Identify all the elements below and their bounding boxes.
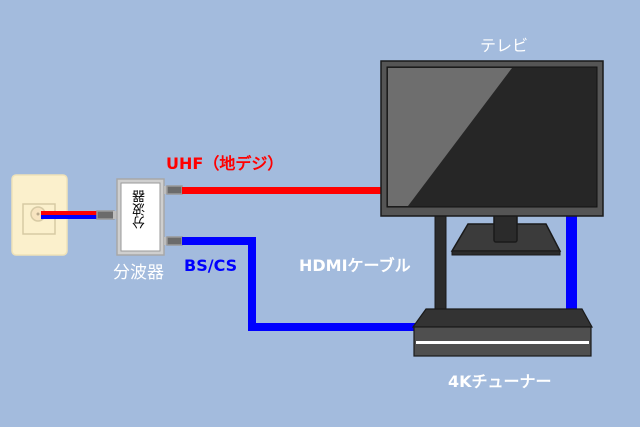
tuner-label: 4Kチューナー: [448, 372, 552, 391]
hdmi-cable: [434, 214, 447, 312]
uhf-cable: [182, 187, 383, 194]
bscs-cable: [182, 237, 416, 331]
4k-tuner: [411, 308, 594, 357]
splitter-device: [116, 178, 183, 256]
bscs-label: BS/CS: [184, 256, 238, 275]
splitter-label: 分波器: [113, 263, 164, 283]
hdmi-label: HDMIケーブル: [299, 256, 411, 275]
tv-label: テレビ: [480, 36, 529, 55]
splitter-box-label: 分波器: [133, 190, 148, 229]
bscs-cable-tv: [566, 215, 577, 311]
television: [380, 60, 604, 256]
antenna-cable: [41, 210, 117, 220]
uhf-label: UHF（地デジ）: [166, 154, 284, 173]
